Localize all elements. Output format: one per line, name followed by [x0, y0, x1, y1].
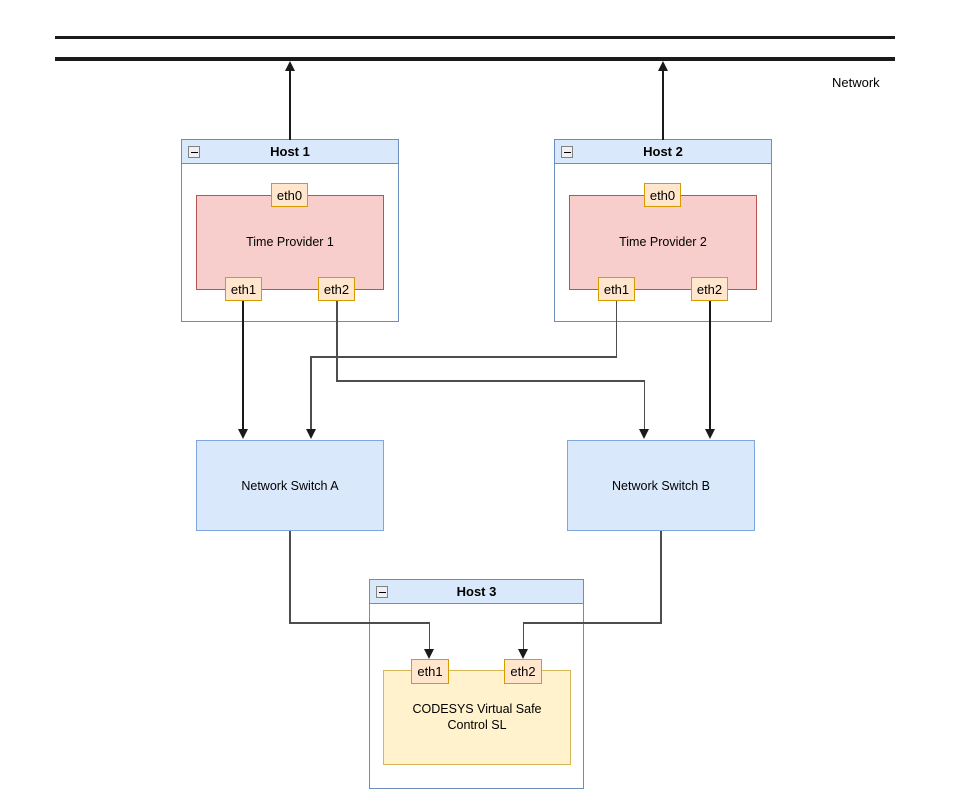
host-1-service-time-provider: Time Provider 1 [196, 195, 384, 290]
link-switch-a-segment-down [289, 531, 291, 624]
host-1-port-eth0[interactable]: eth0 [271, 183, 308, 207]
link-host1-eth2-segment-down2 [643, 381, 646, 429]
host-2-port-eth1-label: eth1 [603, 281, 630, 297]
host-1-port-eth2[interactable]: eth2 [318, 277, 355, 301]
host-2-service-time-provider: Time Provider 2 [569, 195, 757, 290]
host-1-title-bar: Host 1 [182, 140, 398, 164]
collapse-icon[interactable] [561, 146, 573, 158]
link-host2-eth1-segment-down [615, 301, 618, 358]
host-3-service-label-line1: CODESYS Virtual Safe [412, 701, 542, 716]
host-3-title-label: Host 3 [456, 584, 497, 599]
network-label: Network [832, 75, 880, 90]
arrowhead-host2-eth1-to-switch-a [306, 429, 316, 439]
link-switch-a-segment-down2 [428, 623, 431, 650]
link-switch-b-segment-left [523, 622, 662, 624]
link-switch-a-segment-right [289, 622, 430, 624]
host-1-service-label: Time Provider 1 [246, 234, 334, 249]
arrowhead-host2-eth0-to-network [658, 61, 668, 71]
host-3-port-eth2[interactable]: eth2 [504, 659, 542, 684]
link-host1-eth2-segment-right [336, 380, 645, 382]
network-switch-a[interactable]: Network Switch A [196, 440, 384, 531]
arrowhead-host2-eth2-to-switch-b [705, 429, 715, 439]
host-2-container[interactable]: Host 2 Time Provider 2 [554, 139, 772, 322]
link-switch-b-segment-down2 [522, 623, 525, 650]
host-3-service-label-line2: Control SL [447, 717, 507, 732]
host-1-title-label: Host 1 [270, 144, 310, 159]
host-1-container[interactable]: Host 1 Time Provider 1 [181, 139, 399, 322]
host-2-service-label: Time Provider 2 [619, 234, 707, 249]
host-2-port-eth2-label: eth2 [696, 281, 723, 297]
host-3-title-bar: Host 3 [370, 580, 583, 604]
host-3-port-eth1[interactable]: eth1 [411, 659, 449, 684]
host-2-port-eth2[interactable]: eth2 [691, 277, 728, 301]
link-host2-eth2-to-switch-b [709, 301, 711, 429]
link-host2-eth1-segment-down2 [310, 357, 312, 429]
host-2-port-eth1[interactable]: eth1 [598, 277, 635, 301]
network-switch-a-label: Network Switch A [241, 478, 339, 493]
host-1-port-eth2-label: eth2 [323, 281, 350, 297]
collapse-icon[interactable] [376, 586, 388, 598]
link-host1-eth0-to-network [289, 70, 291, 140]
arrowhead-host1-eth1-to-switch-a [238, 429, 248, 439]
link-host2-eth1-segment-left [310, 356, 617, 358]
arrowhead-host1-eth0-to-network [285, 61, 295, 71]
host-1-port-eth0-label: eth0 [276, 187, 303, 203]
network-bus-line-top [55, 36, 895, 39]
network-bus-line-bottom [55, 57, 895, 61]
arrowhead-host1-eth2-to-switch-b [639, 429, 649, 439]
arrowhead-switch-b-to-host3-eth2 [518, 649, 528, 659]
host-2-port-eth0-label: eth0 [649, 187, 676, 203]
link-host1-eth2-segment-down [336, 301, 338, 382]
host-2-port-eth0[interactable]: eth0 [644, 183, 681, 207]
link-host1-eth1-to-switch-a [242, 301, 244, 429]
link-host2-eth0-to-network [662, 70, 664, 140]
arrowhead-switch-a-to-host3-eth1 [424, 649, 434, 659]
host-1-port-eth1-label: eth1 [230, 281, 257, 297]
collapse-icon[interactable] [188, 146, 200, 158]
network-switch-b[interactable]: Network Switch B [567, 440, 755, 531]
link-switch-b-segment-down [660, 531, 662, 624]
host-3-container[interactable]: Host 3 [369, 579, 584, 789]
host-1-port-eth1[interactable]: eth1 [225, 277, 262, 301]
host-3-service-codesys: CODESYS Virtual Safe Control SL [383, 670, 571, 765]
host-2-title-label: Host 2 [643, 144, 683, 159]
host-2-title-bar: Host 2 [555, 140, 771, 164]
network-switch-b-label: Network Switch B [612, 478, 710, 493]
host-3-port-eth2-label: eth2 [510, 664, 536, 679]
host-3-port-eth1-label: eth1 [417, 664, 443, 679]
